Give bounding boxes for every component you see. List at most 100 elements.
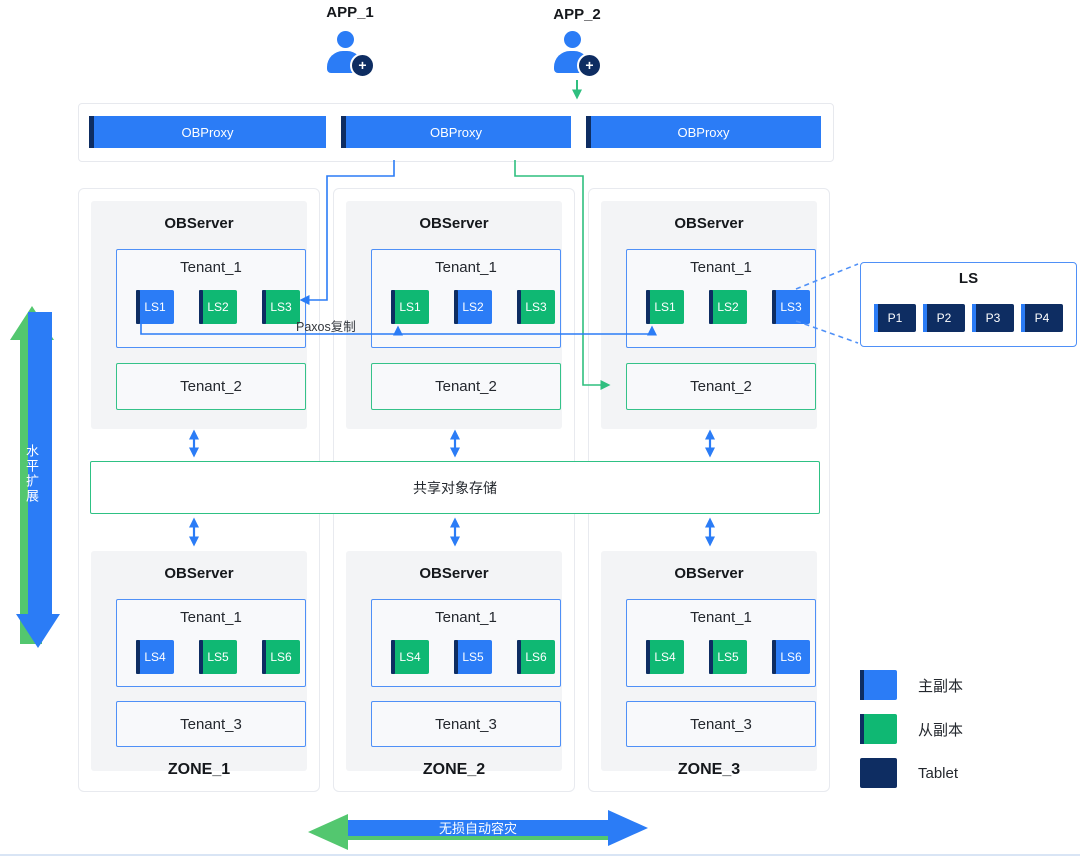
obproxy-stripe [89,116,94,148]
tablet-stripe-icon [517,640,521,674]
tablet-stripe-icon [646,290,650,324]
ls-detail-title: LS [958,270,979,287]
observer-box: OBServer Tenant_1 LS4 LS5 LS6 Tenant_3 [601,551,817,771]
paxos-replication-label: Paxos复制 [296,320,356,334]
tablet-stripe-icon [454,640,458,674]
ls-chip-label: LS3 [780,300,802,314]
legend-label: 从副本 [918,721,964,739]
ls-chip: LS2 [454,290,492,324]
obproxy-node-2: OBProxy [341,116,571,148]
zone-name: ZONE_1 [167,761,231,778]
primary-stripe-icon [1021,304,1025,332]
obproxy-stripe [586,116,591,148]
tablet-stripe-icon [709,290,713,324]
observer-title: OBServer [674,215,744,232]
tablet-stripe-icon [199,290,203,324]
ls-chip: LS3 [517,290,555,324]
tablet-stripe-icon [136,290,140,324]
legend-item-secondary: 从副本 [860,712,963,746]
ls-chip-label: LS2 [207,300,229,314]
ls-chip-label: LS4 [144,650,166,664]
disaster-recovery-arrow [308,810,648,850]
tenant-label: Tenant_2 [435,378,497,395]
tablet-stripe-icon [391,640,395,674]
tablet-stripe-icon [772,640,776,674]
tenant-label: Tenant_1 [180,609,242,626]
tablet-stripe-icon [860,670,864,700]
observer-title: OBServer [419,565,489,582]
obproxy-label: OBProxy [181,124,234,140]
ls-chip: LS4 [646,640,684,674]
legend-item-primary: 主副本 [860,668,963,702]
ls-chip-label: LS5 [717,650,739,664]
tablet-chip: P3 [972,304,1014,332]
tenant-label: Tenant_1 [690,609,752,626]
tablet-stripe-icon [646,640,650,674]
ls-chip: LS5 [454,640,492,674]
tenant3-box: Tenant_3 [116,701,306,747]
ls-chip: LS2 [709,290,747,324]
tablet-chip: P1 [874,304,916,332]
ls-chip: LS5 [199,640,237,674]
tablet-chip-label: P3 [985,311,1001,325]
tenant1-box: Tenant_1 LS4 LS5 LS6 [371,599,561,687]
tablet-chip-label: P2 [936,311,952,325]
zone-name: ZONE_3 [677,761,741,778]
horizontal-scale-label: 水平扩展 [24,444,39,504]
tenant-label: Tenant_3 [435,715,497,733]
tenant-label: Tenant_1 [180,259,242,276]
shared-storage-label: 共享对象存储 [413,479,497,496]
app2-label: APP_2 [553,6,601,23]
ls-chip: LS5 [709,640,747,674]
tenant2-box: Tenant_2 [371,363,561,410]
tenant1-box: Tenant_1 LS4 LS5 LS6 [626,599,816,687]
ls-chip-label: LS6 [270,650,292,664]
primary-stripe-icon [972,304,976,332]
tenant-label: Tenant_1 [435,609,497,626]
obproxy-node-3: OBProxy [586,116,821,148]
observer-title: OBServer [674,565,744,582]
ls-chip-label: LS1 [399,300,421,314]
observer-box: OBServer Tenant_1 LS1 LS2 LS3 Tenant_2 [91,201,307,429]
user-head-icon [337,31,354,48]
tenant1-box: Tenant_1 LS1 LS2 LS3 [116,249,306,348]
ls-chip: LS3 [262,290,300,324]
ls-chip: LS4 [391,640,429,674]
user-plus-badge-icon: + [350,53,375,78]
tenant1-box: Tenant_1 LS1 LS2 LS3 [371,249,561,348]
tablet-stripe-icon [391,290,395,324]
ls-chip-label: LS4 [399,650,421,664]
observer-title: OBServer [164,565,234,582]
tenant-label: Tenant_2 [690,378,752,395]
tenant2-box: Tenant_2 [626,363,816,410]
legend-item-tablet: Tablet [860,756,958,790]
tablet-stripe-icon [199,640,203,674]
legend-label: 主副本 [918,677,964,695]
tenant-label: Tenant_1 [435,259,497,276]
tablet-stripe-icon [517,290,521,324]
ls-chip-label: LS6 [525,650,547,664]
ls-chip-label: LS2 [717,300,739,314]
ls-chip-label: LS5 [207,650,229,664]
ls-chip: LS1 [646,290,684,324]
tablet-chip: P2 [923,304,965,332]
obproxy-node-1: OBProxy [89,116,326,148]
tablet-stripe-icon [262,640,266,674]
tablet-stripe-icon [454,290,458,324]
ls-chip: LS1 [391,290,429,324]
tablet-stripe-icon [136,640,140,674]
ls-chip-label: LS3 [270,300,292,314]
primary-replica-swatch [860,670,897,700]
ls-chip-label: LS4 [654,650,676,664]
tablet-chip: P4 [1021,304,1063,332]
tablet-chip-label: P1 [887,311,903,325]
ls-chip: LS1 [136,290,174,324]
observer-box: OBServer Tenant_1 LS4 LS5 LS6 Tenant_3 [346,551,562,771]
ls-chip: LS6 [772,640,810,674]
dr-arrow-blue-right [348,810,648,846]
ls-chip-label: LS6 [780,650,802,664]
ls-chip-label: LS2 [462,300,484,314]
ls-chip-label: LS1 [654,300,676,314]
tablet-chip-label: P4 [1034,311,1050,325]
primary-stripe-icon [923,304,927,332]
